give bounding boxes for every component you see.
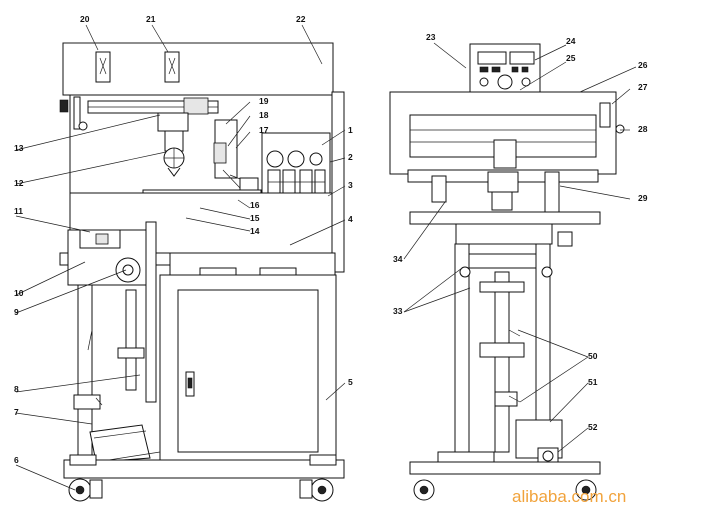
- callout-50: 50: [588, 351, 598, 361]
- callout-16: 16: [250, 200, 260, 210]
- callout-27: 27: [638, 82, 648, 92]
- callout-5: 5: [348, 377, 353, 387]
- front-view: [59, 42, 345, 502]
- callout-3: 3: [348, 180, 353, 190]
- callout-19: 19: [259, 96, 269, 106]
- callout-52: 52: [588, 422, 598, 432]
- callout-33: 33: [393, 306, 403, 316]
- callout-9: 9: [14, 307, 19, 317]
- watermark-text: alibaba.com.cn: [512, 487, 626, 506]
- callout-14: 14: [250, 226, 260, 236]
- callout-51: 51: [588, 377, 598, 387]
- side-view: [389, 43, 625, 501]
- callout-10: 10: [14, 288, 24, 298]
- callout-22: 22: [296, 14, 306, 24]
- leader-lines: [15, 24, 637, 491]
- callout-26: 26: [638, 60, 648, 70]
- callout-20: 20: [80, 14, 90, 24]
- callout-18: 18: [259, 110, 269, 120]
- callout-24: 24: [566, 36, 576, 46]
- callout-8: 8: [14, 384, 19, 394]
- callout-29: 29: [638, 193, 648, 203]
- callout-7: 7: [14, 407, 19, 417]
- callout-2: 2: [348, 152, 353, 162]
- callout-labels: 1 2 3 4 5 6 7 8 9 10 11 12 13 14 15 16 1…: [14, 14, 648, 465]
- callout-1: 1: [348, 125, 353, 135]
- callout-25: 25: [566, 53, 576, 63]
- callout-12: 12: [14, 178, 24, 188]
- callout-15: 15: [250, 213, 260, 223]
- callout-6: 6: [14, 455, 19, 465]
- callout-11: 11: [14, 206, 23, 216]
- callout-34: 34: [393, 254, 403, 264]
- callout-23: 23: [426, 32, 436, 42]
- callout-17: 17: [259, 125, 269, 135]
- callout-21: 21: [146, 14, 156, 24]
- callout-28: 28: [638, 124, 648, 134]
- callout-13: 13: [14, 143, 24, 153]
- callout-4: 4: [348, 214, 353, 224]
